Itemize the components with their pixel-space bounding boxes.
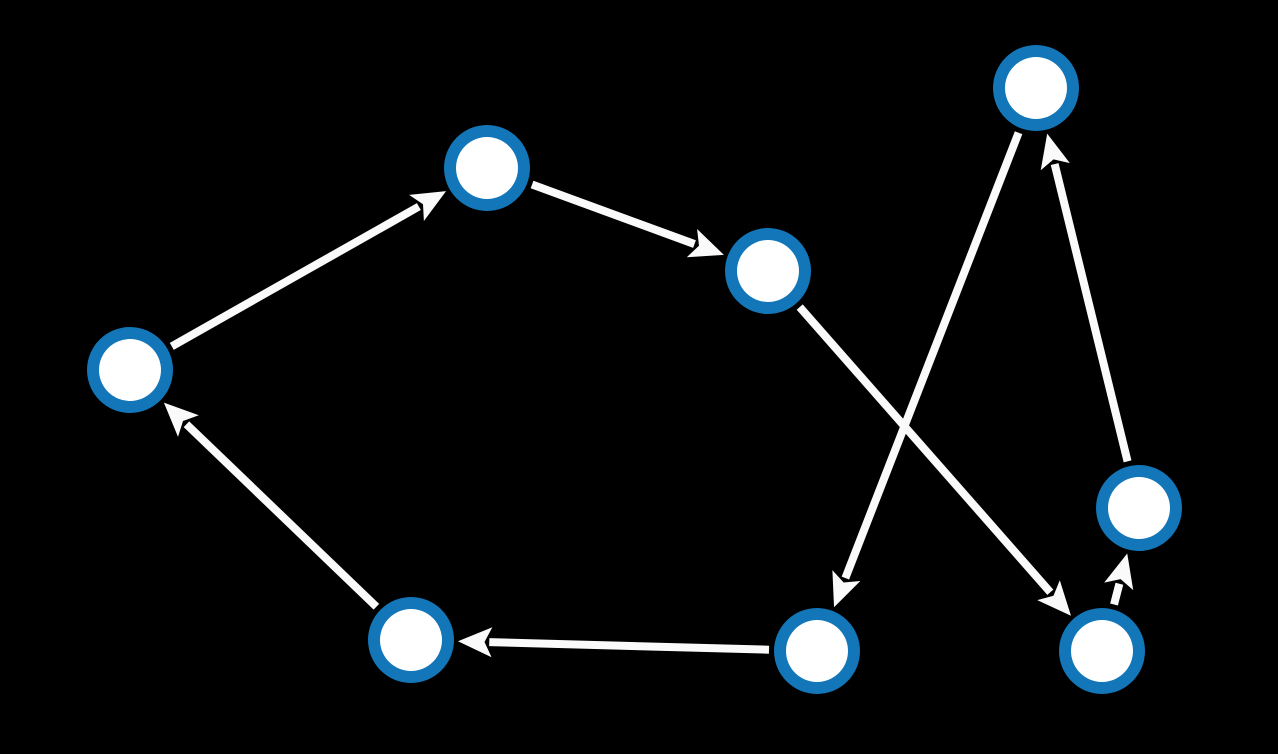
edge-left-to-top-left-arrowhead bbox=[409, 191, 447, 221]
node-upper-middle-fill bbox=[737, 240, 799, 302]
node-bottom-middle[interactable] bbox=[774, 608, 860, 694]
node-bottom-left[interactable] bbox=[368, 597, 454, 683]
edge-top-left-to-upper-middle bbox=[530, 180, 696, 248]
edge-bottom-right-to-right-middle bbox=[1110, 582, 1124, 606]
edge-right-middle-to-top-right bbox=[1050, 163, 1132, 463]
edge-layer bbox=[163, 131, 1134, 658]
edge-top-left-to-upper-middle-arrowhead bbox=[686, 229, 724, 258]
node-upper-middle[interactable] bbox=[725, 228, 811, 314]
node-top-right[interactable] bbox=[993, 45, 1079, 131]
edge-right-middle-to-top-right-arrowhead bbox=[1040, 133, 1070, 171]
edge-bottom-left-to-left-arrowhead bbox=[163, 402, 199, 437]
node-layer bbox=[87, 45, 1182, 694]
node-left[interactable] bbox=[87, 327, 173, 413]
edge-bottom-right-to-right-middle-arrowhead bbox=[1104, 553, 1134, 591]
edge-bottom-middle-to-bottom-left bbox=[489, 638, 770, 654]
node-bottom-right-fill bbox=[1071, 620, 1133, 682]
node-bottom-right[interactable] bbox=[1059, 608, 1145, 694]
edge-top-right-to-bottom-middle-arrowhead bbox=[832, 570, 861, 608]
node-bottom-middle-fill bbox=[786, 620, 848, 682]
node-right-middle[interactable] bbox=[1096, 465, 1182, 551]
node-top-right-fill bbox=[1005, 57, 1067, 119]
edge-upper-middle-to-bottom-right-arrowhead bbox=[1037, 580, 1071, 616]
edge-bottom-middle-to-bottom-left-arrowhead bbox=[457, 627, 493, 658]
node-top-left[interactable] bbox=[444, 125, 530, 211]
node-right-middle-fill bbox=[1108, 477, 1170, 539]
node-left-fill bbox=[99, 339, 161, 401]
node-bottom-left-fill bbox=[380, 609, 442, 671]
edge-top-right-to-bottom-middle bbox=[841, 131, 1023, 580]
edge-left-to-top-left bbox=[169, 203, 421, 350]
node-top-left-fill bbox=[456, 137, 518, 199]
edge-upper-middle-to-bottom-right bbox=[796, 304, 1054, 595]
edge-bottom-left-to-left bbox=[183, 421, 380, 610]
